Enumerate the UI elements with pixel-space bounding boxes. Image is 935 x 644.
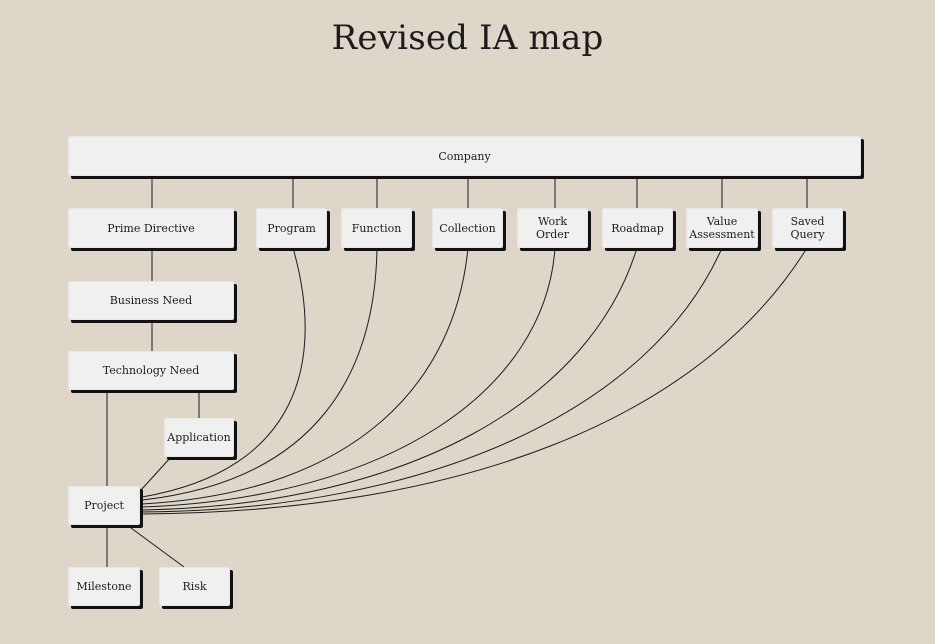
node-application-label: Application bbox=[167, 431, 231, 444]
node-risk[interactable]: Risk bbox=[159, 567, 230, 606]
node-company-label: Company bbox=[438, 149, 491, 163]
node-technology-need-label: Technology Need bbox=[102, 364, 200, 377]
node-technology-need[interactable]: Technology Need bbox=[68, 351, 234, 390]
node-business-need-label: Business Need bbox=[109, 294, 193, 307]
link-program-project bbox=[141, 247, 306, 498]
node-value-assessment[interactable]: Value Assessment bbox=[686, 208, 758, 248]
node-saved-query-label: Saved Query bbox=[790, 215, 825, 241]
node-roadmap[interactable]: Roadmap bbox=[602, 208, 673, 248]
node-collection[interactable]: Collection bbox=[432, 208, 503, 248]
node-prime-directive-label: Prime Directive bbox=[107, 221, 195, 235]
node-function[interactable]: Function bbox=[341, 208, 412, 248]
node-business-need[interactable]: Business Need bbox=[68, 281, 234, 320]
node-risk-label: Risk bbox=[182, 580, 207, 593]
node-project-label: Project bbox=[84, 499, 124, 512]
node-program-label: Program bbox=[267, 221, 316, 235]
link-project-risk bbox=[126, 524, 185, 568]
node-saved-query[interactable]: Saved Query bbox=[772, 208, 843, 248]
link-value-assessment-project bbox=[141, 247, 723, 513]
node-milestone-label: Milestone bbox=[76, 580, 132, 593]
node-application[interactable]: Application bbox=[164, 418, 234, 457]
node-roadmap-label: Roadmap bbox=[611, 221, 664, 235]
link-roadmap-project bbox=[141, 247, 638, 511]
node-prime-directive[interactable]: Prime Directive bbox=[68, 208, 234, 248]
link-collection-project bbox=[141, 247, 469, 505]
node-company[interactable]: Company bbox=[68, 136, 861, 176]
link-function-project bbox=[141, 247, 378, 501]
link-work-order-project bbox=[141, 247, 556, 508]
node-function-label: Function bbox=[351, 221, 402, 235]
node-project[interactable]: Project bbox=[68, 486, 140, 525]
node-work-order-label: Work Order bbox=[535, 215, 570, 241]
node-program[interactable]: Program bbox=[256, 208, 327, 248]
diagram-title: Revised IA map bbox=[331, 18, 604, 58]
link-application-project bbox=[140, 456, 172, 491]
node-collection-label: Collection bbox=[439, 221, 496, 235]
node-milestone[interactable]: Milestone bbox=[68, 567, 140, 606]
link-saved-query-project bbox=[141, 247, 808, 515]
node-work-order[interactable]: Work Order bbox=[517, 208, 588, 248]
node-value-assessment-label: Value Assessment bbox=[689, 215, 755, 241]
